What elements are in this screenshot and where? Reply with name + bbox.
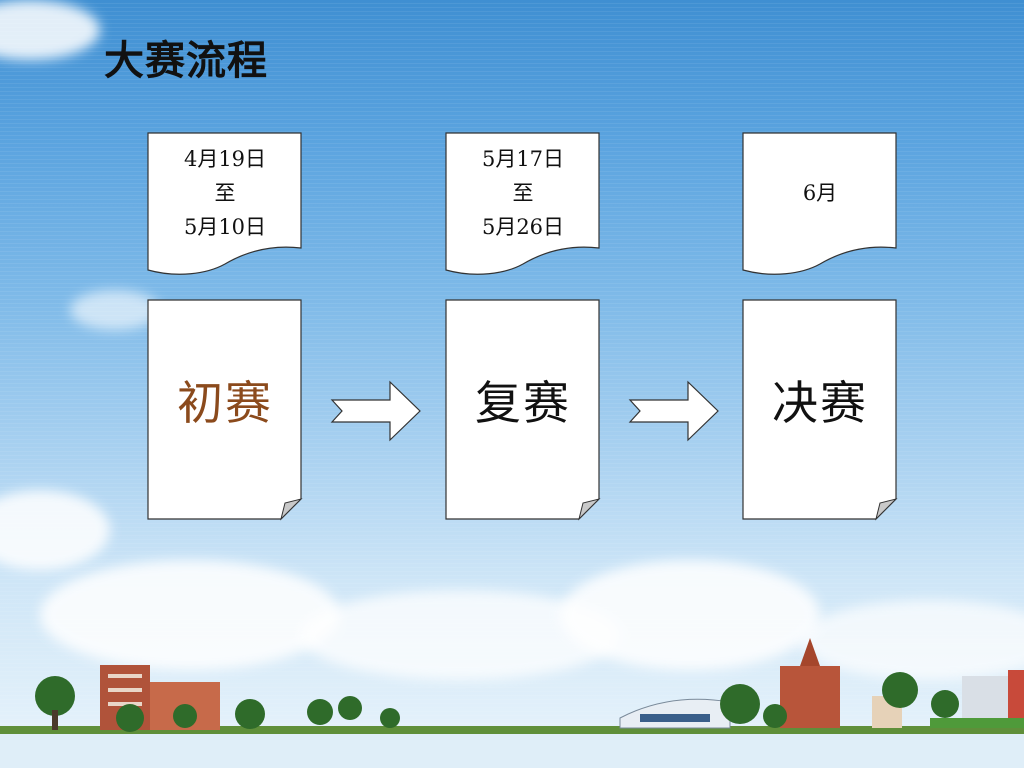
- stage-card-final: 决赛: [742, 299, 898, 521]
- date-card-final: 6月: [742, 132, 898, 280]
- slide-title: 大赛流程: [104, 38, 268, 84]
- right-arrow-icon: [330, 380, 421, 442]
- stage-label-preliminary: 初赛: [177, 376, 273, 430]
- cloud: [560, 560, 820, 670]
- date-start: 5月17日: [481, 147, 565, 171]
- stage-label-semifinal: 复赛: [475, 376, 571, 430]
- cloud: [40, 560, 340, 670]
- date-card-preliminary: 4月19日 至 5月10日: [147, 132, 303, 280]
- stage-card-semifinal: 复赛: [445, 299, 601, 521]
- stage-label-final: 决赛: [772, 376, 868, 430]
- date-separator: 至: [214, 181, 236, 205]
- date-card-shape: [445, 132, 600, 275]
- date-card-semifinal: 5月17日 至 5月26日: [445, 132, 601, 280]
- cloud: [0, 0, 100, 60]
- campus-skyline-image: [0, 638, 1024, 768]
- date-separator: 至: [512, 181, 534, 205]
- right-arrow-icon: [628, 380, 719, 442]
- date-start: 4月19日: [183, 147, 267, 171]
- stage-card-preliminary: 初赛: [147, 299, 303, 521]
- date-end: 5月10日: [183, 215, 267, 239]
- cloud: [70, 290, 160, 330]
- date-card-shape: [147, 132, 302, 275]
- date-month: 6月: [802, 181, 838, 205]
- date-end: 5月26日: [481, 215, 565, 239]
- stage-card-shape: [147, 299, 303, 521]
- cloud: [0, 490, 110, 570]
- date-card-shape: [742, 132, 897, 275]
- stage-card-shape: [445, 299, 601, 521]
- stage-card-shape: [742, 299, 898, 521]
